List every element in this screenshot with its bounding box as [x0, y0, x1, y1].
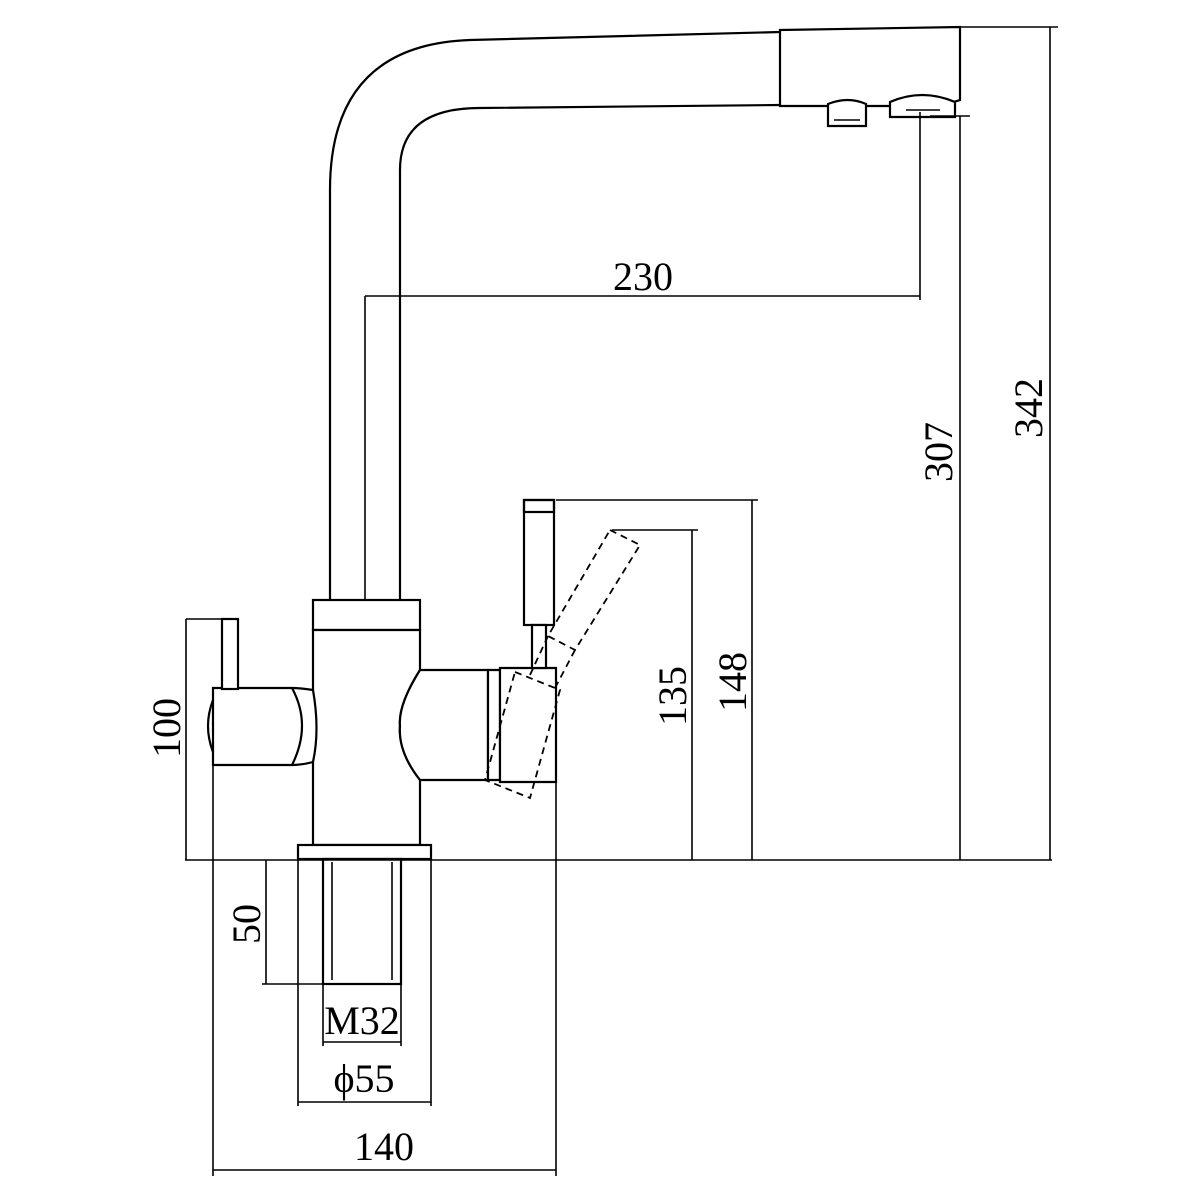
dim-m32-label: M32	[324, 998, 400, 1043]
dim-342-label: 342	[1006, 378, 1051, 438]
phi-symbol: ϕ	[333, 1056, 354, 1101]
faucet	[206, 25, 962, 986]
right-valve-ring	[486, 668, 502, 782]
base-flange	[296, 843, 433, 861]
dim-307-label: 307	[916, 422, 961, 482]
dim-100-label: 100	[144, 698, 189, 758]
dim-140-label: 140	[354, 1124, 414, 1169]
spout-head	[778, 25, 962, 108]
outlet-nozzle-right	[888, 93, 957, 119]
body-collar	[311, 598, 422, 632]
dimension-labels: 230 307 342 148 135 100 50 M32 ϕ55 140	[144, 254, 1051, 1169]
right-lever-tip	[522, 498, 556, 514]
left-valve-cap	[206, 699, 215, 753]
left-valve-body	[211, 686, 304, 767]
threaded-shank	[321, 857, 403, 986]
left-valve-neck	[291, 686, 314, 767]
dim-135-label: 135	[650, 666, 695, 726]
dim-phi55-label: ϕ55	[333, 1056, 394, 1101]
dim-230-label: 230	[613, 254, 673, 299]
right-valve-body	[398, 668, 490, 782]
dim-148-label: 148	[710, 652, 755, 712]
right-lever-handle	[522, 498, 556, 627]
left-lever	[220, 617, 240, 691]
outlet-nozzle-left	[826, 98, 868, 128]
dim-50-label: 50	[224, 904, 269, 944]
right-lever-stem	[530, 623, 548, 670]
right-valve-cap	[498, 666, 558, 784]
spout-inner-contour	[398, 103, 781, 600]
spout-outer-contour	[328, 30, 781, 600]
dimension-lines	[185, 26, 1058, 1176]
right-lever-tilted-ghost	[483, 528, 642, 800]
dim-55-value: 55	[355, 1056, 395, 1101]
